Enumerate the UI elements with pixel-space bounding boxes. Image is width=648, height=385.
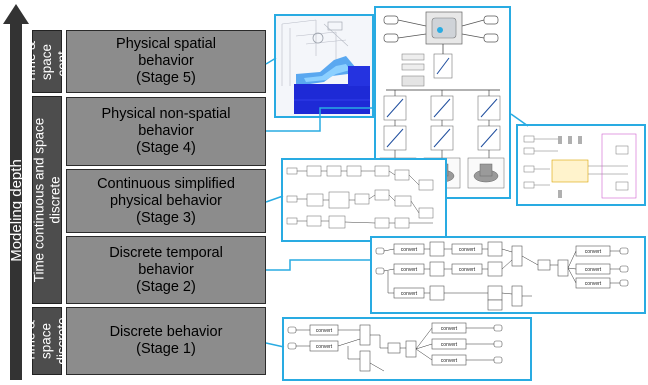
svg-text:convert: convert xyxy=(441,342,458,348)
detail-zoom-panel xyxy=(516,124,646,206)
svg-text:convert: convert xyxy=(401,267,418,273)
detail-zoom-diagram xyxy=(523,133,637,199)
modeling-depth-arrow xyxy=(3,4,29,380)
svg-text:convert: convert xyxy=(401,291,418,297)
stage-4-box: Physical non-spatial behavior (Stage 4) xyxy=(66,97,266,166)
stage-2-box: Discrete temporal behavior (Stage 2) xyxy=(66,236,266,304)
continuous-model-diagram xyxy=(286,165,434,229)
stage-1-box: Discrete behavior (Stage 1) xyxy=(66,307,266,375)
stage-3-model-panel xyxy=(281,158,447,242)
svg-text:convert: convert xyxy=(585,249,602,255)
svg-text:convert: convert xyxy=(459,267,476,273)
fem-simulation-image xyxy=(276,16,372,116)
convert-label: convert xyxy=(401,247,418,253)
stage-3-box: Continuous simplified physical behavior … xyxy=(66,169,266,233)
band-time-continuous-space-discrete: Time continuous and space discrete xyxy=(31,96,62,304)
band-time-space-discrete: Time & space discrete xyxy=(23,307,70,375)
stage-5-box: Physical spatial behavior (Stage 5) xyxy=(66,30,266,93)
svg-text:convert: convert xyxy=(316,344,333,350)
svg-text:convert: convert xyxy=(441,358,458,364)
stage-2-model-panel: convert convert convert convert convert … xyxy=(370,236,646,314)
stage-1-model-panel: convert convert convert convert convert xyxy=(282,317,532,381)
connector-stage-2 xyxy=(266,259,372,271)
discrete-temporal-diagram: convert convert convert convert convert … xyxy=(375,241,629,311)
discrete-behavior-diagram: convert convert convert convert convert xyxy=(287,322,503,372)
svg-text:convert: convert xyxy=(585,267,602,273)
svg-text:convert: convert xyxy=(316,328,333,334)
svg-text:convert: convert xyxy=(459,247,476,253)
svg-text:convert: convert xyxy=(441,326,458,332)
svg-text:convert: convert xyxy=(585,281,602,287)
stage-5-fem-panel xyxy=(274,14,374,118)
band-time-space-continuous: Time & space cont. xyxy=(23,30,70,93)
